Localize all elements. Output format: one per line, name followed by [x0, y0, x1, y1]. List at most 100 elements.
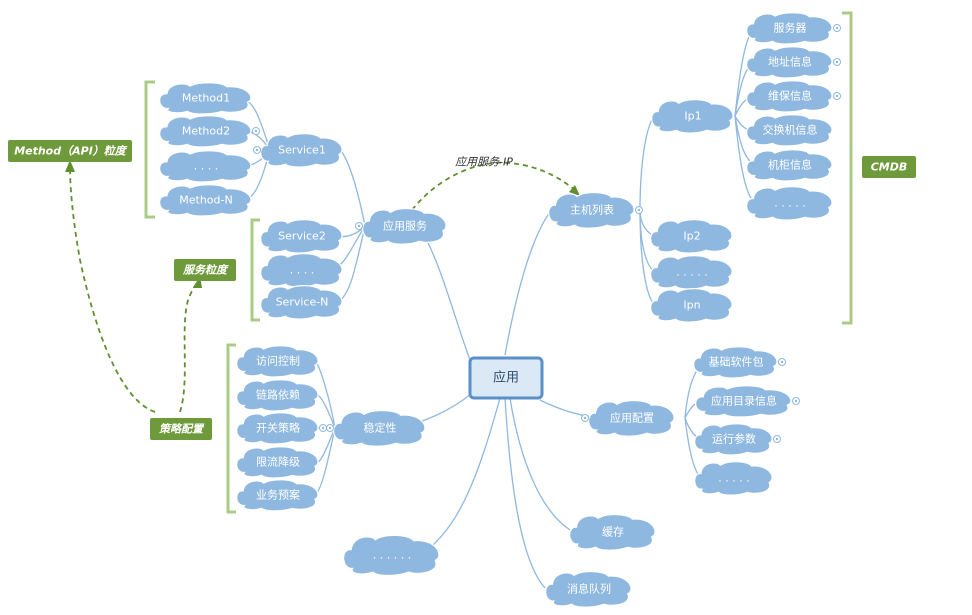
cloud-node-service1[interactable]: Service1 — [253, 133, 343, 168]
collapse-dot-icon — [357, 224, 361, 228]
relation-app-service-ip — [411, 161, 576, 211]
cloud-node-ip2[interactable]: Ip2 — [650, 219, 733, 254]
cloud-node-method-n[interactable]: Method-N — [159, 184, 252, 217]
center-node[interactable]: 应用 — [468, 356, 544, 400]
collapse-dot-icon — [775, 437, 779, 441]
cloud-label-method-n: Method-N — [179, 194, 232, 207]
tag-cmdb[interactable]: CMDB — [862, 156, 916, 178]
cloud-shape — [343, 534, 440, 577]
cloud-shape — [695, 385, 792, 418]
cloud-node-business-plan[interactable]: 业务预案 — [236, 479, 319, 512]
cloud-shape — [746, 46, 833, 79]
cloud-node-runtime-params[interactable]: 运行参数 — [694, 423, 781, 456]
cloud-label-config-ellipsis: . . . . . — [718, 472, 749, 485]
cloud-label-rate-limit: 限流降级 — [256, 455, 300, 469]
cloud-node-message-queue[interactable]: 消息队列 — [545, 571, 632, 608]
cloud-node-app-service[interactable]: 应用服务 — [355, 208, 447, 245]
cloud-shape — [236, 345, 319, 378]
cloud-shape — [159, 184, 252, 217]
cloud-node-maintenance-info[interactable]: 维保信息 — [746, 80, 841, 113]
cloud-label-message-queue: 消息队列 — [567, 582, 611, 596]
collapse-dot-icon — [321, 426, 325, 430]
cloud-label-bottom-ellipsis: . . . . . . — [373, 549, 411, 562]
cloud-node-service2[interactable]: Service2 — [260, 219, 343, 254]
cloud-node-base-package[interactable]: 基础软件包 — [693, 346, 786, 379]
cloud-shape — [650, 219, 733, 254]
cloud-node-server[interactable]: 服务器 — [746, 12, 841, 45]
cloud-label-server: 服务器 — [774, 22, 807, 35]
tag-box — [150, 418, 212, 440]
cloud-label-service1: Service1 — [278, 144, 326, 157]
cloud-label-cabinet-info: 机柜信息 — [768, 158, 812, 172]
cloud-label-ip-ellipsis: . . . . . — [676, 266, 707, 279]
collapse-dot-icon — [835, 60, 839, 64]
cloud-label-cache: 缓存 — [602, 525, 624, 539]
cloud-node-ip-ellipsis[interactable]: . . . . . — [650, 255, 733, 290]
bracket-services — [250, 218, 260, 322]
cloud-node-stability[interactable]: 稳定性 — [326, 410, 426, 447]
cloud-shape — [569, 514, 656, 551]
cloud-node-rate-limit[interactable]: 限流降级 — [236, 446, 319, 479]
collapse-dot-icon — [254, 129, 258, 133]
cloud-node-address-info[interactable]: 地址信息 — [746, 46, 841, 79]
cloud-shape — [650, 288, 733, 323]
cloud-node-cabinet-info[interactable]: 机柜信息 — [746, 149, 833, 182]
collapse-dot-icon — [255, 148, 259, 152]
cloud-shape — [236, 446, 319, 479]
tag-box — [862, 156, 916, 178]
cloud-label-base-package: 基础软件包 — [709, 355, 764, 369]
cloud-node-ipn[interactable]: Ipn — [650, 288, 733, 323]
cloud-node-app-dir-info[interactable]: 应用目录信息 — [695, 385, 800, 418]
tag-policy-config[interactable]: 策略配置 — [150, 418, 212, 440]
cloud-shape — [694, 423, 773, 456]
cloud-shape — [260, 219, 343, 254]
tag-service-granularity[interactable]: 服务粒度 — [174, 259, 236, 281]
cloud-node-config-ellipsis[interactable]: . . . . . — [694, 461, 773, 496]
relation-label: 应用服务-IP — [455, 156, 513, 169]
cloud-shape — [236, 412, 319, 445]
cloud-shape — [746, 80, 833, 113]
cloud-label-app-config: 应用配置 — [610, 411, 654, 425]
tag-label-cmdb: CMDB — [871, 161, 908, 174]
tag-label-service-granularity: 服务粒度 — [182, 264, 229, 277]
relation-policy-method — [69, 165, 156, 413]
cloud-label-link-dependency: 链路依赖 — [256, 388, 300, 402]
tag-box — [174, 259, 236, 281]
cloud-node-method1[interactable]: Method1 — [159, 82, 252, 115]
cloud-label-app-dir-info: 应用目录信息 — [711, 394, 777, 408]
cloud-shape — [159, 82, 252, 115]
cloud-node-method-ellipsis[interactable]: . . . . — [159, 150, 252, 183]
cloud-label-access-control: 访问控制 — [256, 354, 300, 368]
cloud-shape — [746, 186, 833, 221]
cloud-shape — [333, 410, 426, 447]
cloud-shape — [236, 379, 319, 412]
bracket-cmdb — [842, 11, 853, 325]
collapse-dot-icon — [637, 208, 641, 212]
cloud-label-method-ellipsis: . . . . — [194, 160, 218, 173]
center-label: 应用 — [493, 370, 519, 386]
cloud-node-app-config[interactable]: 应用配置 — [581, 400, 675, 437]
cloud-node-ip1[interactable]: Ip1 — [651, 99, 734, 134]
grouping-brackets — [144, 11, 853, 514]
cloud-node-cache[interactable]: 缓存 — [569, 514, 656, 551]
cloud-node-method2[interactable]: Method2 — [159, 115, 260, 148]
cloud-node-link-dependency[interactable]: 链路依赖 — [236, 379, 319, 412]
cloud-label-runtime-params: 运行参数 — [712, 432, 756, 446]
cloud-node-bottom-ellipsis[interactable]: . . . . . . — [343, 534, 440, 577]
cloud-node-switch-strategy[interactable]: 开关策略 — [236, 412, 327, 445]
cloud-node-host-list[interactable]: 主机列表 — [548, 192, 643, 229]
cloud-node-access-control[interactable]: 访问控制 — [236, 345, 319, 378]
cloud-shape — [746, 12, 833, 45]
cloud-label-address-info: 地址信息 — [768, 55, 812, 69]
cloud-label-maintenance-info: 维保信息 — [768, 89, 812, 103]
tag-method-api[interactable]: Method（API）粒度 — [8, 140, 132, 162]
cloud-node-service-ellipsis[interactable]: . . . . — [260, 253, 343, 288]
cloud-shape — [651, 99, 734, 134]
cloud-node-service-n[interactable]: Service-N — [260, 285, 343, 320]
cloud-shape — [236, 479, 319, 512]
collapse-dot-icon — [794, 399, 798, 403]
cloud-node-ip1-ellipsis[interactable]: . . . . . — [746, 186, 833, 221]
cloud-node-switch-info[interactable]: 交换机信息 — [746, 114, 833, 147]
collapse-dot-icon — [780, 360, 784, 364]
